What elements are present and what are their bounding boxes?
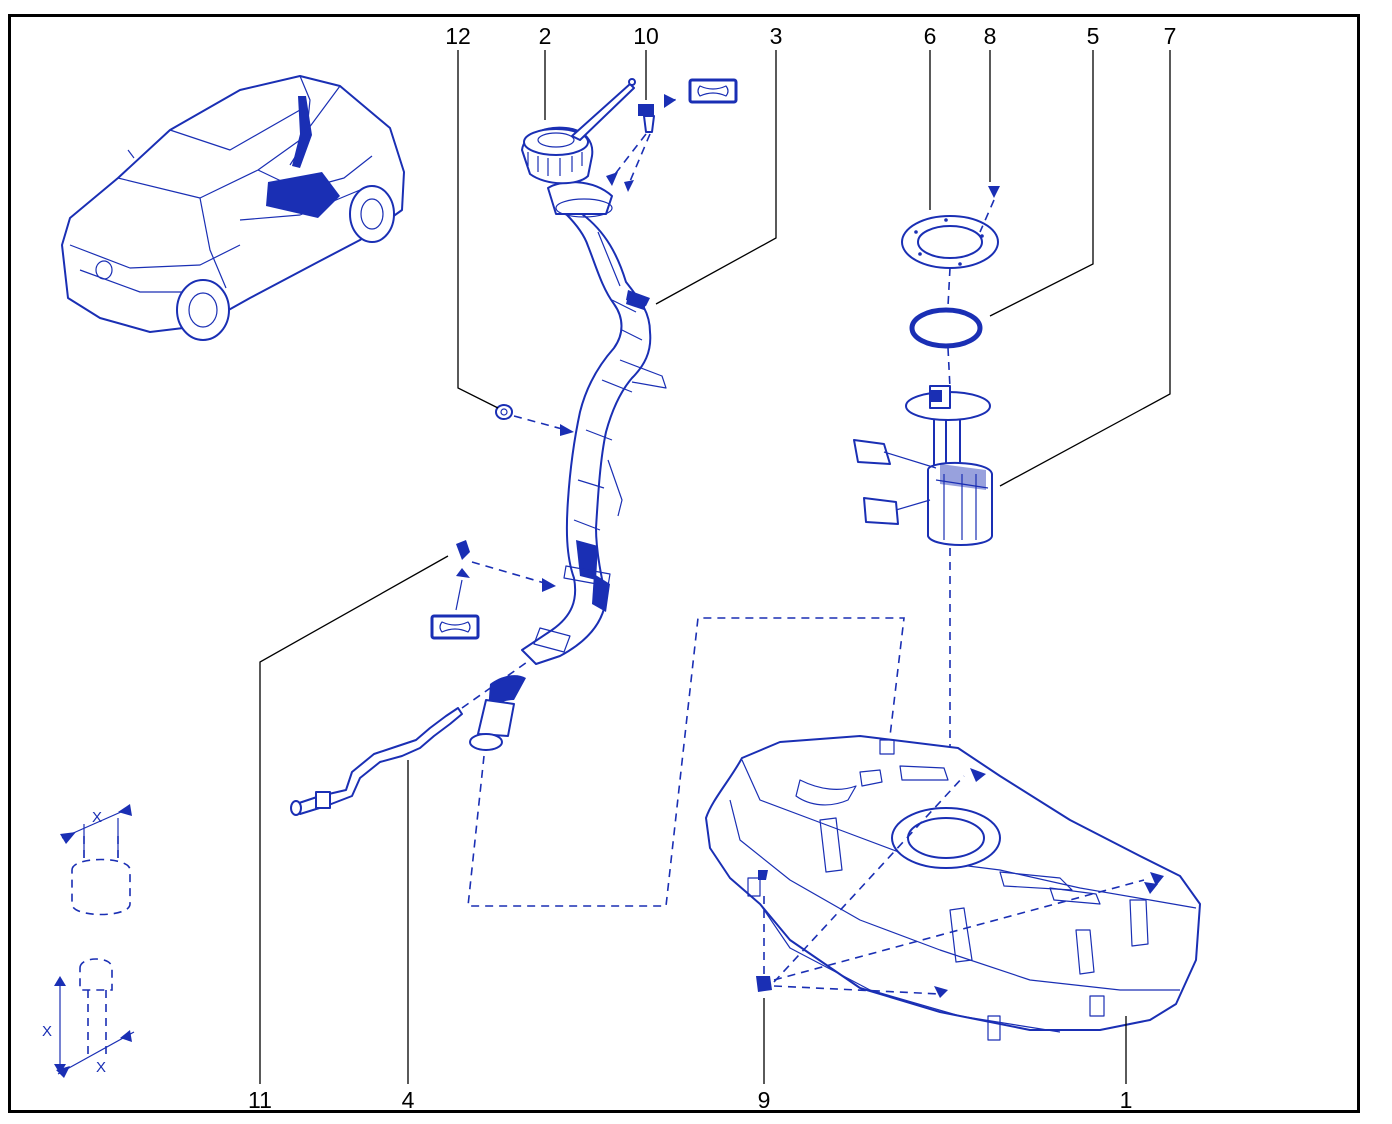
bolt-11-assembly xyxy=(430,540,556,640)
callout-labels: 12 2 10 3 6 8 5 7 11 4 9 1 xyxy=(248,23,1176,1113)
drawing-frame xyxy=(8,14,1360,1113)
bolt-dimension-x-side-label: X xyxy=(42,1023,52,1040)
pump-seal-o-ring xyxy=(909,307,983,349)
callout-2: 2 xyxy=(539,23,552,49)
nut-dimension-detail: X xyxy=(60,804,132,916)
fuel-pump-module xyxy=(853,385,993,546)
clip-12 xyxy=(495,404,574,436)
fuel-filler-neck xyxy=(469,181,667,751)
callout-11: 11 xyxy=(248,1087,272,1113)
screw-8 xyxy=(979,186,1000,233)
callout-8: 8 xyxy=(984,23,997,49)
pump-locking-ring xyxy=(901,215,999,269)
callout-9: 9 xyxy=(758,1087,771,1113)
callout-leader-lines xyxy=(259,50,1171,1084)
screw-10-assembly xyxy=(606,78,738,192)
nut-dimension-x-label: X xyxy=(92,809,102,826)
bolt-dimension-x-bottom-label: X xyxy=(96,1059,106,1076)
vehicle-locator-illustration xyxy=(61,75,405,341)
callout-4: 4 xyxy=(402,1087,415,1113)
callout-5: 5 xyxy=(1087,23,1100,49)
callout-1: 1 xyxy=(1120,1087,1133,1113)
callout-12: 12 xyxy=(445,23,471,49)
callout-3: 3 xyxy=(770,23,783,49)
fuel-tank-location-highlight xyxy=(266,172,340,218)
breather-pipe xyxy=(290,659,531,816)
torque-spec-tag-lower xyxy=(430,614,480,640)
callout-10: 10 xyxy=(633,23,659,49)
bolt-dimension-detail: X X xyxy=(42,958,135,1078)
fuel-tank xyxy=(705,735,1201,1041)
torque-spec-tag xyxy=(688,78,738,104)
fuel-filler-cap xyxy=(521,78,636,185)
tank-mounting-bolt xyxy=(756,775,1145,995)
callout-7: 7 xyxy=(1164,23,1177,49)
callout-6: 6 xyxy=(924,23,937,49)
